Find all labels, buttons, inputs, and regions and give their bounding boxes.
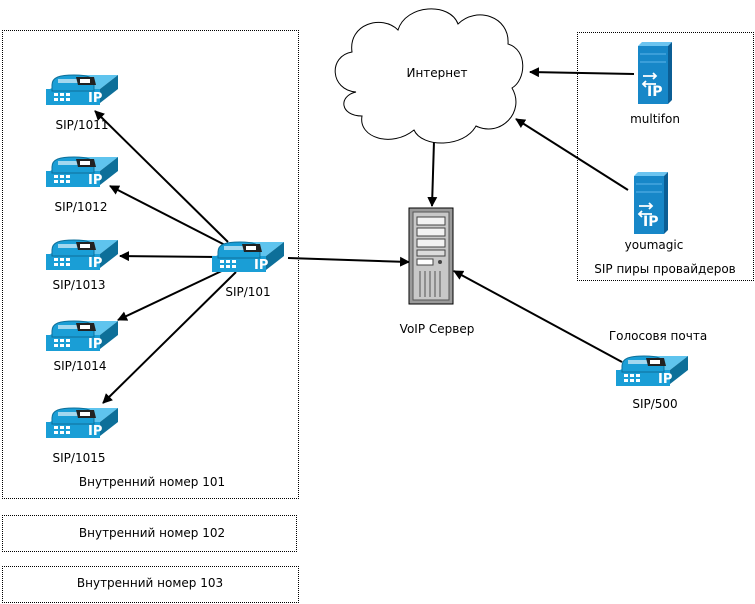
extension-103-label: Внутренний номер 103 xyxy=(76,576,224,590)
link-voicemail-to-server xyxy=(453,270,623,363)
ip-phone-icon xyxy=(210,234,286,276)
extension-102-label: Внутренний номер 102 xyxy=(78,526,226,540)
phone-label-sip1013: SIP/1013 xyxy=(52,278,106,292)
link-101-to-1015 xyxy=(102,271,237,404)
server-tower-icon xyxy=(408,207,454,305)
providers-group-box xyxy=(577,32,754,281)
phone-label-sip101: SIP/101 xyxy=(225,285,271,299)
extension-102-box xyxy=(2,515,297,552)
link-101-to-1011 xyxy=(94,110,229,243)
phone-label-sip1014: SIP/1014 xyxy=(53,359,107,373)
ip-phone-icon xyxy=(614,348,690,390)
ip-phone-icon xyxy=(44,67,120,109)
link-multifon-to-internet xyxy=(529,67,635,78)
extension-103-box xyxy=(2,566,299,603)
ip-phone-icon xyxy=(44,149,120,191)
link-internet-to-server xyxy=(427,140,438,207)
phone-label-sip1011: SIP/1011 xyxy=(55,118,109,132)
cloud-icon xyxy=(334,8,524,144)
extension-101-label: Внутренний номер 101 xyxy=(78,475,226,489)
link-youmagic-to-internet xyxy=(515,118,629,191)
link-101-to-1013 xyxy=(119,251,219,262)
provider-label-multifon: multifon xyxy=(630,112,680,126)
phone-label-sip500: SIP/500 xyxy=(632,397,678,411)
ip-phone-icon xyxy=(44,400,120,442)
ip-phone-icon xyxy=(44,232,120,274)
voip-server-label: VoIP Сервер xyxy=(399,322,475,336)
sip-server-icon xyxy=(630,172,670,234)
link-101-to-1014 xyxy=(117,267,229,321)
ip-phone-icon xyxy=(44,313,120,355)
internet-label: Интернет xyxy=(406,66,468,80)
provider-label-youmagic: youmagic xyxy=(624,238,684,252)
link-101-to-server xyxy=(287,256,410,267)
phone-label-sip1015: SIP/1015 xyxy=(52,451,106,465)
providers-group-label: SIP пиры провайдеров xyxy=(594,262,736,276)
extension-101-group-box xyxy=(2,30,299,499)
sip-server-icon xyxy=(634,42,674,104)
link-101-to-1012 xyxy=(109,185,226,246)
voicemail-caption: Голосовя почта xyxy=(608,329,708,343)
phone-label-sip1012: SIP/1012 xyxy=(54,200,108,214)
